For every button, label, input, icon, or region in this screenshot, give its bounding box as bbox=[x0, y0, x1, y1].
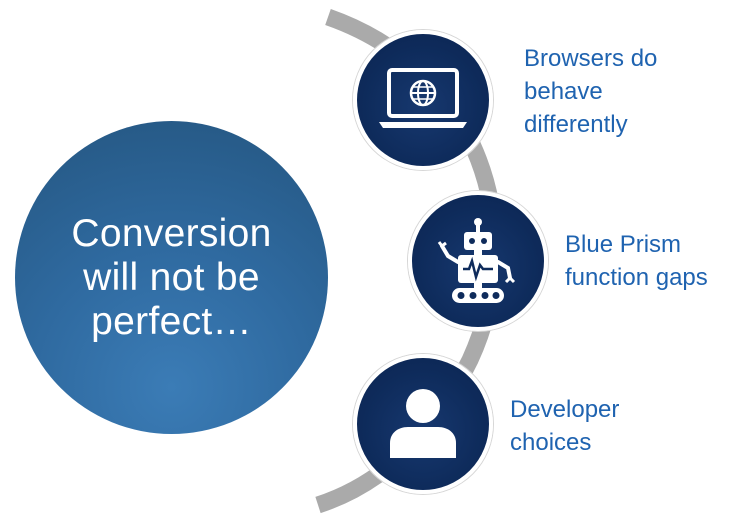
label-browsers: Browsers do behave differently bbox=[524, 45, 658, 138]
label-developer: Developer choices bbox=[510, 396, 620, 456]
node-function-gaps bbox=[408, 191, 548, 331]
person-icon bbox=[388, 388, 458, 460]
center-circle: Conversion will not be perfect… bbox=[15, 121, 328, 434]
laptop-globe-icon bbox=[375, 64, 471, 136]
node-developer bbox=[353, 354, 493, 494]
center-text: Conversion will not be perfect… bbox=[71, 211, 272, 343]
label-function-gaps: Blue Prism function gaps bbox=[565, 231, 708, 291]
node-browsers bbox=[353, 30, 493, 170]
robot-icon bbox=[436, 216, 520, 306]
